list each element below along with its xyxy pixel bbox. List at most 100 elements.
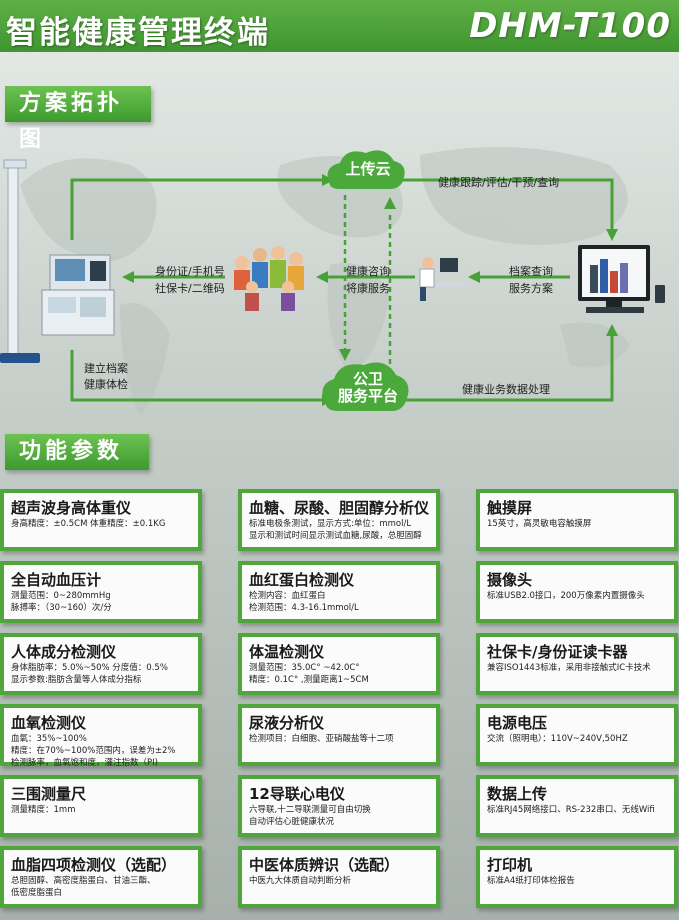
card-line: 标准USB2.0接口，200万像素内置摄像头 <box>487 591 645 601</box>
card-temperature: 体温检测仪 测量范围：35.0C° ~42.0C° 精度：0.1C° ,测量距离… <box>238 633 440 695</box>
card-line: 兼容ISO1443标准，采用非接触式IC卡技术 <box>487 663 651 673</box>
card-title: 血红蛋白检测仪 <box>249 571 355 589</box>
card-title: 摄像头 <box>487 571 533 589</box>
card-title: 触摸屏 <box>487 499 533 517</box>
card-line: 精度：在70%~100%范围内，误差为±2% <box>11 746 176 756</box>
card-title: 数据上传 <box>487 785 548 803</box>
kiosk-machine-icon <box>0 159 115 363</box>
line-kiosk-platform <box>70 350 330 402</box>
card-title: 中医体质辨识（选配） <box>249 856 400 874</box>
card-title: 超声波身高体重仪 <box>11 499 132 517</box>
card-touchscreen: 触摸屏 15英寸，高灵敏电容触摸屏 <box>476 489 678 551</box>
label-business: 健康业务数据处理 <box>462 383 550 396</box>
label-checkup-line2: 健康体检 <box>84 378 128 391</box>
card-title: 社保卡/身份证读卡器 <box>487 643 628 661</box>
card-line: 检测内容：血红蛋白 <box>249 591 326 601</box>
card-blood-lipid: 血脂四项检测仪（选配） 总胆固醇、高密度脂蛋白、甘油三酯、 低密度脂蛋白 <box>0 846 202 908</box>
card-title: 尿液分析仪 <box>249 714 325 732</box>
card-line: 血氧：35%~100% <box>11 734 87 744</box>
card-line: 15英寸，高灵敏电容触摸屏 <box>487 519 592 529</box>
card-line: 身体脂肪率：5.0%~50% 分度值：0.5% <box>11 663 168 673</box>
arrow-right-icon <box>322 174 334 186</box>
card-body-composition: 人体成分检测仪 身体脂肪率：5.0%~50% 分度值：0.5% 显示参数:脂肪含… <box>0 633 202 695</box>
card-tape-measure: 三围测量尺 测量精度：1mm <box>0 775 202 837</box>
page-title: 智能健康管理终端 <box>6 15 270 51</box>
card-line: 检测范围：4.3-16.1mmol/L <box>249 603 359 613</box>
card-title: 电源电压 <box>487 714 548 732</box>
card-ecg: 12导联心电仪 六导联,十二导联测量可自由切换 自动评估心脏健康状况 <box>238 775 440 837</box>
cloud-public-platform-icon <box>322 362 409 411</box>
card-blood-pressure: 全自动血压计 测量范围：0~280mmHg 脉搏率：（30~160）次/分 <box>0 561 202 623</box>
card-blood-oxygen: 血氧检测仪 血氧：35%~100% 精度：在70%~100%范围内，误差为±2%… <box>0 704 202 768</box>
card-camera: 摄像头 标准USB2.0接口，200万像素内置摄像头 <box>476 561 678 623</box>
family-group-icon <box>234 246 304 311</box>
card-line: 脉搏率：（30~160）次/分 <box>11 603 112 613</box>
arrow-up-icon <box>384 197 396 209</box>
cloud-upload-label: 上传云 <box>345 160 391 178</box>
card-title: 12导联心电仪 <box>249 785 345 803</box>
label-archive-line2: 服务方案 <box>509 282 553 295</box>
card-height-weight: 超声波身高体重仪 身高精度：±0.5CM 体重精度：±0.1KG <box>0 489 202 551</box>
line-platform-monitor <box>400 330 614 402</box>
label-archive-line1: 档案查询 <box>509 265 553 278</box>
card-blood-analyzer: 血糖、尿酸、胆固醇分析仪 标准电极条测试，显示方式:单位：mmol/L 显示和测… <box>238 489 440 551</box>
cloud-public-label-line2: 服务平台 <box>337 387 398 405</box>
arrow-left-icon <box>468 271 480 283</box>
card-power-voltage: 电源电压 交流（照明电）：110V~240V,50HZ <box>476 704 678 766</box>
card-line: 总胆固醇、高密度脂蛋白、甘油三酯、 <box>11 876 156 886</box>
arrow-down-icon <box>606 229 618 241</box>
card-urine-analyzer: 尿液分析仪 检测项目：白细胞、亚硝酸盐等十二项 <box>238 704 440 766</box>
cloud-upload-icon <box>327 150 405 189</box>
label-checkup-line1: 建立档案 <box>84 362 128 375</box>
section-title-params: 功能参数 <box>5 434 149 470</box>
model-number: DHM-T100 <box>469 6 671 46</box>
card-title: 血氧检测仪 <box>11 714 87 732</box>
line-cloud-monitor <box>400 178 614 235</box>
world-map-background <box>20 147 630 415</box>
card-title: 三围测量尺 <box>11 785 87 803</box>
card-line: 检测脉率，血氧饱和度，灌注指数（PI) <box>11 758 158 768</box>
label-id-line1: 身份证/手机号 <box>155 265 225 278</box>
arrow-left-icon <box>122 271 134 283</box>
card-line: 测量范围：0~280mmHg <box>11 591 111 601</box>
card-title: 人体成分检测仪 <box>11 643 117 661</box>
label-consult-line2: 将康服务 <box>346 282 390 295</box>
card-tcm-constitution: 中医体质辨识（选配） 中医九大体质自动判断分析 <box>238 846 440 908</box>
card-line: 标准电极条测试，显示方式:单位：mmol/L <box>249 519 412 529</box>
card-hemoglobin: 血红蛋白检测仪 检测内容：血红蛋白 检测范围：4.3-16.1mmol/L <box>238 561 440 623</box>
label-id-line2: 社保卡/二维码 <box>155 282 225 295</box>
line-kiosk-cloud <box>70 178 330 240</box>
card-line: 显示参数:脂肪含量等人体成分指标 <box>11 675 142 685</box>
card-title: 全自动血压计 <box>11 571 102 589</box>
card-line: 低密度脂蛋白 <box>11 888 63 898</box>
header-bar: 智能健康管理终端 DHM-T100 <box>0 0 679 52</box>
card-line: 检测项目：白细胞、亚硝酸盐等十二项 <box>249 734 394 744</box>
section-title-topology: 方案拓扑图 <box>5 86 151 152</box>
monitor-chart-icon <box>578 245 665 313</box>
card-printer: 打印机 标准A4纸打印体检报告 <box>476 846 678 908</box>
card-title: 血脂四项检测仪（选配） <box>11 856 177 874</box>
label-tracking: 健康跟踪/评估/干预/查询 <box>438 176 560 189</box>
card-line: 自动评估心脏健康状况 <box>249 817 335 827</box>
card-line: 标准A4纸打印体检报告 <box>487 876 575 886</box>
card-title: 体温检测仪 <box>249 643 325 661</box>
card-line: 精度：0.1C° ,测量距离1~5CM <box>249 675 369 685</box>
card-title: 打印机 <box>487 856 533 874</box>
cloud-public-label-line1: 公卫 <box>352 370 383 388</box>
card-line: 身高精度：±0.5CM 体重精度：±0.1KG <box>11 519 166 529</box>
arrow-up-icon <box>606 324 618 336</box>
arrow-left-icon <box>316 271 328 283</box>
card-line: 标准RJ45网络接口、RS-232串口、无线Wifi <box>487 805 655 815</box>
card-line: 显示和测试时间显示测试血糖,尿酸，总胆固醇 <box>249 531 422 541</box>
card-line: 测量精度：1mm <box>11 805 76 815</box>
arrow-down-icon <box>339 349 351 361</box>
card-line: 交流（照明电）：110V~240V,50HZ <box>487 734 628 744</box>
card-line: 中医九大体质自动判断分析 <box>249 876 352 886</box>
label-consult-line1: 健康咨询 <box>346 265 390 278</box>
card-line: 测量范围：35.0C° ~42.0C° <box>249 663 360 673</box>
topology-diagram <box>0 147 665 415</box>
card-line: 六导联,十二导联测量可自由切换 <box>249 805 371 815</box>
card-data-upload: 数据上传 标准RJ45网络接口、RS-232串口、无线Wifi <box>476 775 678 837</box>
card-title: 血糖、尿酸、胆固醇分析仪 <box>249 499 430 517</box>
doctor-desk-icon <box>419 257 470 301</box>
